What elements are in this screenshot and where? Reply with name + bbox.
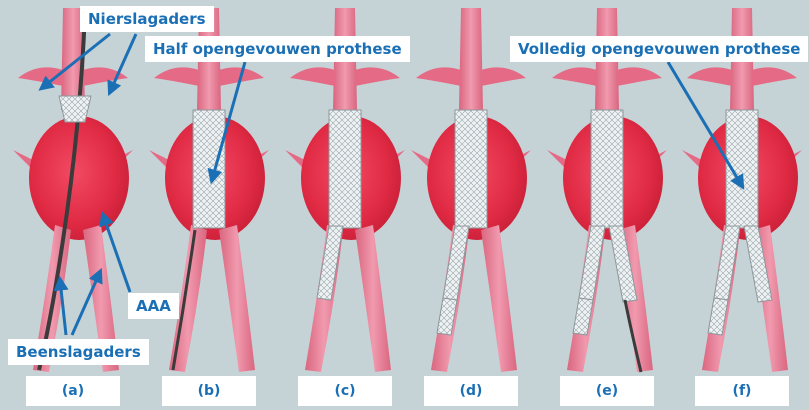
arrow-renal-right: [110, 34, 136, 92]
stent-graft-body: [329, 110, 361, 228]
panel-label-d: (d): [424, 376, 518, 406]
renal-artery-right: [752, 67, 797, 86]
renal-artery-right: [355, 67, 400, 86]
aneurysm-sac: [29, 116, 129, 240]
renal-artery-left: [552, 67, 597, 86]
renal-artery-right: [481, 67, 526, 86]
renal-artery-right: [617, 67, 662, 86]
aaa-label: AAA: [128, 293, 179, 319]
compressed-graft: [59, 96, 91, 122]
panel-f: [682, 8, 802, 372]
panel-label-f: (f): [695, 376, 789, 406]
renal-artery-left: [290, 67, 335, 86]
graft-leg-left: [579, 226, 605, 300]
panel-d: [411, 8, 531, 372]
half-deployed-graft-label: Half opengevouwen prothese: [145, 36, 410, 62]
renal-arteries-label: Nierslagaders: [80, 6, 214, 32]
stent-graft-body: [455, 110, 487, 228]
panel-label-c: (c): [298, 376, 392, 406]
panel-label-e: (e): [560, 376, 654, 406]
panel-c: [285, 8, 405, 372]
iliac-arteries-label: Beenslagaders: [8, 339, 149, 365]
renal-artery-left: [416, 67, 461, 86]
iliac-artery-right: [481, 225, 517, 372]
iliac-artery-right: [219, 225, 255, 372]
graft-leg-left: [714, 226, 740, 300]
graft-leg-left: [443, 226, 469, 300]
renal-artery-left: [154, 67, 199, 86]
stent-graft-body: [193, 110, 225, 228]
renal-artery-left: [687, 67, 732, 86]
panel-label-a: (a): [26, 376, 120, 406]
panel-e: [547, 8, 667, 372]
stent-graft-body: [591, 110, 623, 228]
fully-deployed-graft-label: Volledig opengevouwen prothese: [510, 36, 808, 62]
iliac-artery-right: [355, 225, 391, 372]
panel-label-b: (b): [162, 376, 256, 406]
graft-leg-left: [317, 226, 343, 300]
aorta-neck: [459, 8, 483, 110]
